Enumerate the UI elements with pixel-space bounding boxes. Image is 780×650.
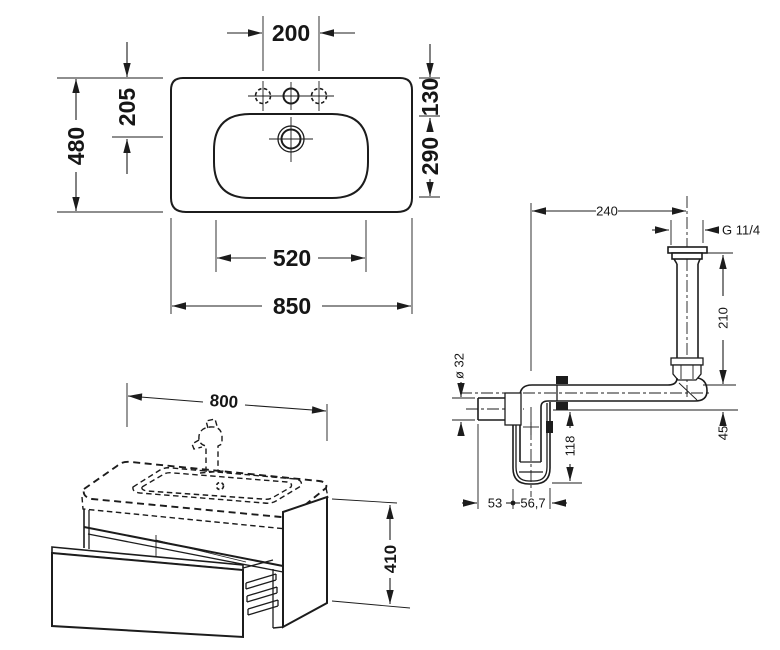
basin-outline xyxy=(170,77,413,213)
dim-outlet-drop: 45 xyxy=(553,409,738,440)
overall-width-label: 850 xyxy=(273,293,311,319)
pipe-clip-top xyxy=(556,376,568,384)
dim-body-height: 118 xyxy=(552,412,582,484)
dim-cabinet-height: 410 xyxy=(331,498,411,609)
outlet-nut xyxy=(504,392,522,426)
cabinet-right-panel xyxy=(282,495,328,629)
drawer-front-panel xyxy=(51,551,244,639)
cup-clip xyxy=(546,421,553,433)
drawer-open xyxy=(51,546,279,639)
dim-thread-size: G 11/4 xyxy=(652,220,760,245)
cabinet-body xyxy=(83,495,328,629)
tailpiece-length-label: 210 xyxy=(716,307,731,329)
depth-label: 480 xyxy=(63,127,89,165)
rim-to-bowl-label: 130 xyxy=(417,78,443,116)
outlet-diameter-label: ø 32 xyxy=(452,353,467,379)
cabinet-width-label: 800 xyxy=(209,391,239,412)
bowl-outline xyxy=(213,113,369,199)
outlet-pipe xyxy=(477,392,522,426)
dim-bowl-width: 520 xyxy=(215,220,367,272)
bowl-width-label: 520 xyxy=(273,245,311,271)
bowl-depth-label: 290 xyxy=(417,137,443,175)
bottom-right-label: 56,7 xyxy=(520,496,545,511)
faucet-holes xyxy=(248,81,334,111)
dim-faucet-spacing: 200 xyxy=(227,16,355,71)
trap-offset-label: 240 xyxy=(596,204,618,219)
drain-setback-label: 205 xyxy=(114,88,140,127)
washbasin-top-view: 200 480 205 130 290 xyxy=(57,16,443,319)
outlet-drop-label: 45 xyxy=(716,426,731,440)
thread-size-label: G 11/4 xyxy=(722,223,760,238)
dim-overall-width: 850 xyxy=(170,218,413,319)
dim-tailpiece-length: 210 xyxy=(703,252,736,386)
pipe-clip-bottom xyxy=(556,402,568,410)
trap-cup xyxy=(512,398,553,485)
dim-outlet-diameter: ø 32 xyxy=(452,353,475,436)
faucet-dashed xyxy=(191,418,225,474)
dim-rim-to-bowl: 130 xyxy=(417,44,443,116)
tailpiece-pipe xyxy=(667,246,708,381)
faucet-spacing-label: 200 xyxy=(272,20,310,46)
dim-bottom-offsets: 53 56,7 xyxy=(462,424,567,511)
dim-bowl-depth: 290 xyxy=(417,118,443,196)
dim-cabinet-width: 800 xyxy=(126,383,328,441)
dim-drain-setback: 205 xyxy=(114,42,140,174)
bottom-left-label: 53 xyxy=(488,496,502,511)
dim-trap-offset: 240 xyxy=(530,203,686,371)
drain-hole xyxy=(269,117,313,162)
cabinet-height-label: 410 xyxy=(381,545,400,573)
vanity-cabinet-view: 800 410 xyxy=(51,383,411,639)
slab-drain-mark xyxy=(215,481,225,491)
dim-depth: 480 xyxy=(63,79,89,211)
horizontal-pipe xyxy=(519,376,708,463)
body-height-label: 118 xyxy=(563,436,578,457)
drawer-rails xyxy=(245,573,279,616)
compression-nut xyxy=(670,357,704,381)
siphon-side-view: 240 G 11/4 210 45 xyxy=(452,196,760,511)
